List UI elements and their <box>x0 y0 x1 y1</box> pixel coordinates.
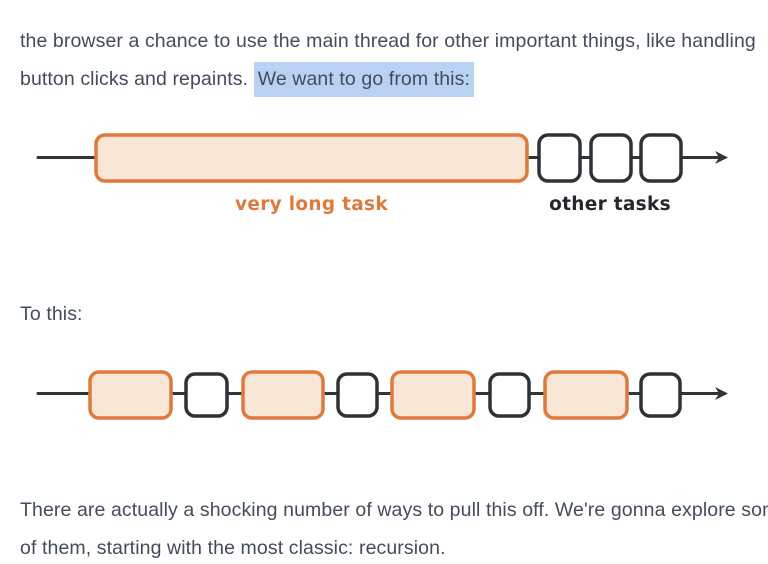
other-task-box <box>639 372 682 418</box>
to-this-text: To this: <box>20 302 83 325</box>
intro-paragraph: the browser a chance to use the main thr… <box>20 22 756 98</box>
task-box <box>241 370 325 420</box>
other-task-box <box>589 133 633 183</box>
other-task-box <box>537 133 582 183</box>
very-long-task-label: very long task <box>235 194 388 215</box>
selected-text: We want to go from this: <box>253 61 474 97</box>
arrowhead-icon <box>715 387 728 400</box>
other-task-box <box>184 372 229 418</box>
other-task-box <box>639 133 683 183</box>
task-box <box>390 370 476 420</box>
other-task-box <box>488 372 531 418</box>
closing-line-1: There are actually a shocking number of … <box>20 498 768 521</box>
other-task-box <box>336 372 379 418</box>
intro-line-2-plain: button clicks and repaints. <box>20 67 254 90</box>
task-box <box>94 133 529 183</box>
intro-line-1: the browser a chance to use the main thr… <box>20 29 756 52</box>
task-box <box>88 370 173 420</box>
diagram-split-tasks-timeline <box>36 370 728 420</box>
other-tasks-label: other tasks <box>549 194 671 215</box>
task-box <box>543 370 629 420</box>
arrowhead-icon <box>715 151 728 164</box>
closing-line-2: of them, starting with the most classic:… <box>20 536 446 559</box>
closing-paragraph: There are actually a shocking number of … <box>20 491 768 564</box>
diagram-long-task-timeline <box>36 133 728 183</box>
